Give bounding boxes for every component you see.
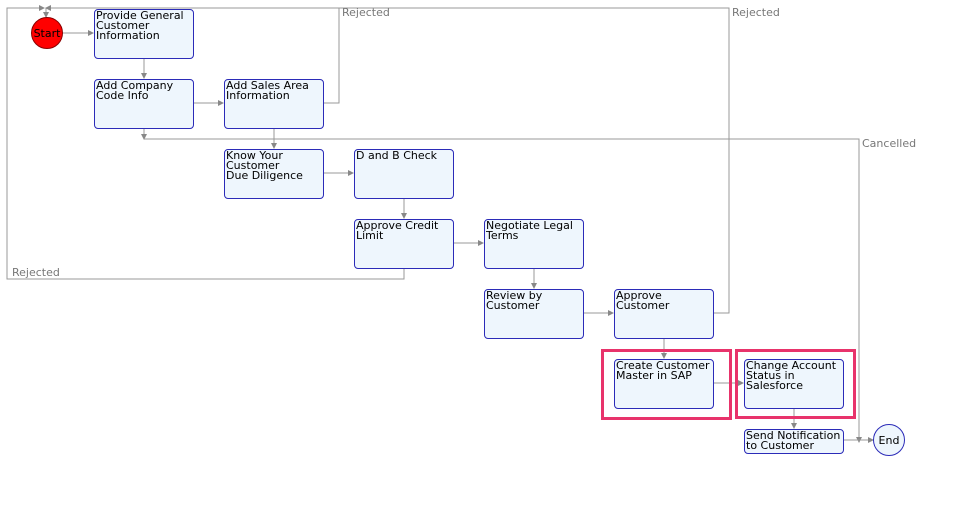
- task-create-master-sap[interactable]: Create Customer Master in SAP: [614, 359, 714, 409]
- edge-label-rejected: Rejected: [732, 6, 780, 19]
- highlight-create-master: [601, 349, 732, 420]
- edge-label-rejected: Rejected: [342, 6, 390, 19]
- task-send-notification[interactable]: Send Notification to Customer: [744, 429, 844, 454]
- edge-label-rejected: Rejected: [12, 266, 60, 279]
- task-negotiate-legal[interactable]: Negotiate Legal Terms: [484, 219, 584, 269]
- edge-credit-rejected: [6, 5, 405, 280]
- highlight-change-status: [735, 349, 856, 419]
- end-event[interactable]: End: [873, 424, 905, 456]
- task-change-status-salesforce[interactable]: Change Account Status in Salesforce: [744, 359, 844, 409]
- task-provide-general-info[interactable]: Provide General Customer Information: [94, 9, 194, 59]
- task-review-customer[interactable]: Review by Customer: [484, 289, 584, 339]
- task-dnb-check[interactable]: D and B Check: [354, 149, 454, 199]
- edge-label-cancelled: Cancelled: [862, 137, 917, 150]
- task-add-sales-area[interactable]: Add Sales Area Information: [224, 79, 324, 129]
- task-kyc[interactable]: Know Your Customer Due Diligence: [224, 149, 324, 199]
- start-event[interactable]: Start: [31, 17, 63, 49]
- task-add-company-code[interactable]: Add Company Code Info: [94, 79, 194, 129]
- edge-approve-rejected: [45, 5, 730, 314]
- task-approve-credit[interactable]: Approve Credit Limit: [354, 219, 454, 269]
- edge-cancelled: [144, 138, 862, 443]
- task-approve-customer[interactable]: Approve Customer: [614, 289, 714, 339]
